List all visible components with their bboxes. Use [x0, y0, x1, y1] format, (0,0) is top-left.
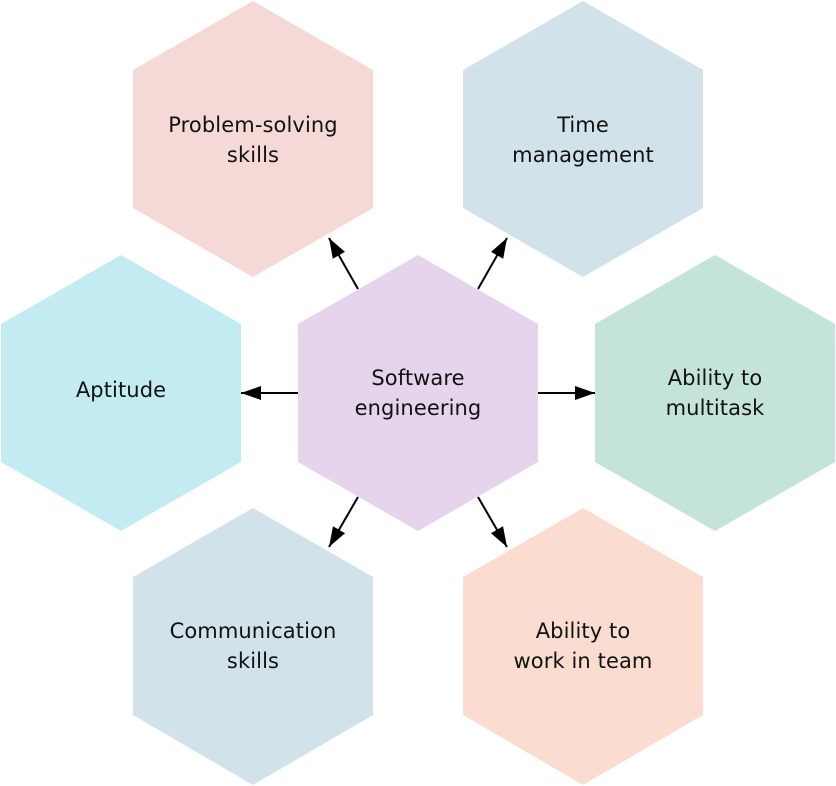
hex-center-software-engineering [298, 255, 538, 531]
label-line: engineering [354, 396, 482, 420]
label-line: management [512, 143, 654, 167]
label-multitask: Ability to multitask [595, 363, 835, 423]
label-line: Aptitude [75, 378, 167, 402]
label-line: Ability to [535, 619, 631, 643]
arrow-to-teamwork [477, 496, 508, 548]
label-line: Ability to [667, 366, 763, 390]
label-line: Communication [169, 619, 337, 643]
label-line: Time [557, 113, 609, 137]
hex-time-management [463, 1, 703, 277]
arrow-to-time-management [477, 237, 508, 290]
label-aptitude: Aptitude [1, 375, 241, 405]
label-line: skills [226, 649, 280, 673]
label-communication: Communication skills [133, 616, 373, 676]
arrow-to-problem-solving [328, 237, 359, 290]
hex-teamwork [463, 508, 703, 785]
hex-communication [133, 508, 373, 785]
label-line: Software [371, 366, 465, 390]
label-problem-solving: Problem-solving skills [133, 110, 373, 170]
hex-multitask [595, 255, 835, 531]
label-center: Software engineering [298, 363, 538, 423]
hex-aptitude [1, 255, 241, 531]
label-line: Problem-solving [168, 113, 338, 137]
hex-problem-solving [133, 1, 373, 277]
label-line: multitask [665, 396, 765, 420]
label-line: work in team [513, 649, 653, 673]
label-time-management: Time management [463, 110, 703, 170]
label-line: skills [226, 143, 280, 167]
label-teamwork: Ability to work in team [463, 616, 703, 676]
arrow-to-communication [328, 496, 359, 548]
